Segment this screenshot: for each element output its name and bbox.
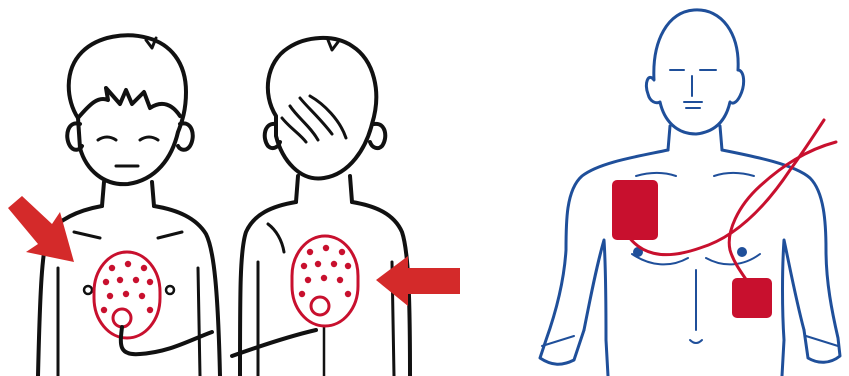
child-front-clavicle-left	[74, 232, 100, 238]
adult-navel	[690, 340, 702, 343]
front-chest-pad	[94, 252, 160, 338]
back-pad	[292, 236, 358, 326]
child-front-right-eye	[140, 137, 158, 140]
adult-right-wrist	[806, 336, 838, 346]
back-pointer-arrow	[376, 256, 460, 306]
child-front-nipple-right	[166, 286, 174, 294]
adult-clavicle-right	[714, 173, 754, 176]
adult-nipple-right	[737, 247, 747, 257]
lower-left-side-pad	[732, 278, 772, 318]
child-back-shoulder-blade-left	[268, 224, 284, 252]
child-front-clavicle-right	[158, 232, 182, 238]
child-front-left-eye	[98, 137, 116, 140]
upper-right-chest-pad	[612, 180, 658, 240]
adult-clavicle-left	[636, 173, 676, 176]
child-back-hair-tuft	[328, 40, 338, 50]
child-front-right-arm-line	[198, 268, 200, 376]
adult-mouth	[684, 102, 702, 108]
adult-right-inner-arm	[782, 240, 804, 376]
adult-head	[646, 10, 743, 134]
child-back-hair-strands	[282, 96, 346, 142]
child-front-nipple-left	[84, 286, 92, 294]
red-cables	[628, 120, 836, 294]
child-front-hair-fringe	[78, 88, 180, 118]
adult-front-figure	[540, 10, 840, 376]
child-back-head	[268, 38, 376, 179]
adult-left-inner-arm	[584, 240, 608, 376]
front-pointer-arrow	[8, 196, 74, 262]
